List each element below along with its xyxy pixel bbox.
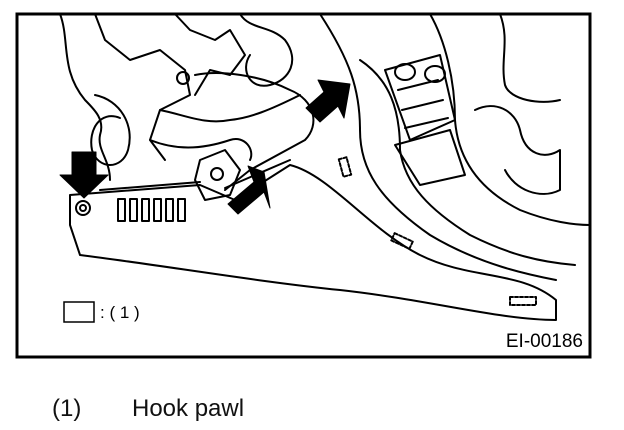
arrow-down-left xyxy=(59,151,109,199)
caption-text: Hook pawl xyxy=(132,395,245,422)
harness-loop xyxy=(90,94,131,166)
bracket-shape xyxy=(174,13,246,96)
bolt-hole xyxy=(176,71,190,85)
caption: (1) Hook pawl xyxy=(52,395,244,423)
shift-lever xyxy=(474,105,561,195)
console-side xyxy=(429,13,591,226)
tube-body xyxy=(194,72,315,191)
caption-number: (1) xyxy=(52,395,82,422)
clip-screw xyxy=(75,200,91,216)
bracket-upper xyxy=(94,13,191,161)
connector xyxy=(194,149,241,201)
cover-vent-slots xyxy=(117,198,186,222)
pipe-lower xyxy=(149,138,253,161)
tube-upper xyxy=(239,13,294,87)
figure-id: EI-00186 xyxy=(506,331,583,352)
console-tray xyxy=(394,129,466,186)
clip-screw-inner xyxy=(79,204,87,212)
hook-slot-1 xyxy=(337,156,353,178)
console-outer xyxy=(319,13,557,281)
harness-left xyxy=(59,13,111,181)
console-knob-right xyxy=(424,65,446,83)
shift-boot xyxy=(499,13,561,103)
hook-slot-2 xyxy=(390,232,414,250)
figure-frame xyxy=(15,12,592,359)
lower-cover-panel xyxy=(69,164,557,321)
console-slot xyxy=(397,79,449,129)
arrow-up-right xyxy=(305,79,351,123)
hook-slot-3 xyxy=(509,296,537,306)
console-knob-left xyxy=(394,63,416,81)
connector-screw xyxy=(210,167,224,181)
pipe xyxy=(159,94,301,123)
console-inner xyxy=(359,59,576,266)
legend-label: : ( 1 ) xyxy=(100,303,140,322)
legend-swatch xyxy=(63,301,95,323)
arrow-to-connector xyxy=(227,165,271,215)
console-box xyxy=(384,54,456,141)
